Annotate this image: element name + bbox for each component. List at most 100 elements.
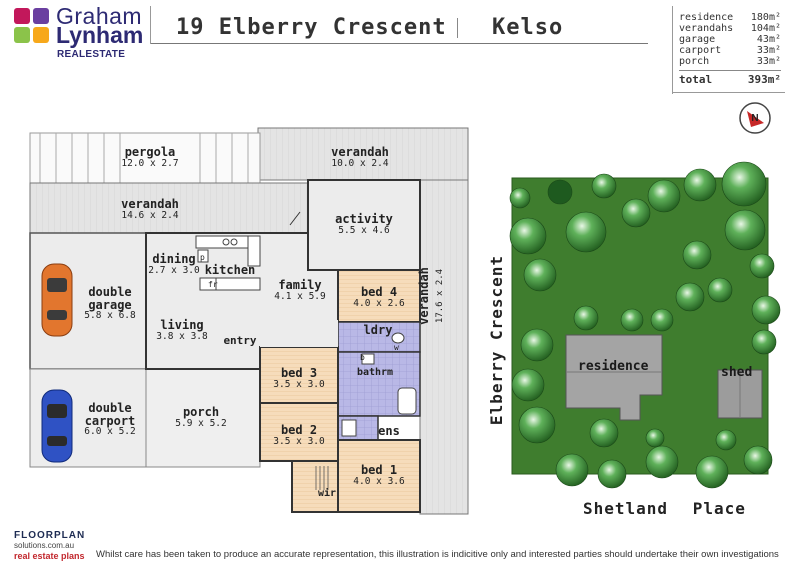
footer-brand-line3: real estate plans (14, 551, 85, 561)
area-label: porch (679, 56, 710, 67)
kitchen-fixtures (195, 235, 261, 291)
bed4-area (337, 269, 421, 323)
room-dim: 6.0 x 5.2 (84, 426, 136, 438)
room-dim: 4.0 x 3.6 (353, 475, 405, 487)
area-value: 33m² (756, 56, 781, 67)
area-label: residence (679, 12, 734, 23)
room-name: bed 1 (360, 463, 398, 477)
room-name: bed 4 (360, 285, 398, 299)
footer-brand-line2: solutions.com.au (14, 541, 75, 550)
room-name: verandah (121, 197, 179, 211)
door-swing (289, 211, 301, 226)
area-total-value: 393m² (747, 73, 781, 86)
room-dim: 3.5 x 3.0 (273, 435, 325, 447)
area-value: 104m² (750, 23, 781, 34)
brand-name-line3: REALESTATE (57, 49, 126, 60)
area-value: 33m² (756, 45, 781, 56)
area-label: verandahs (679, 23, 734, 34)
room-dim: 4.0 x 2.6 (353, 297, 405, 309)
room-bathrm: bathrm (350, 367, 400, 379)
area-label: garage (679, 34, 716, 45)
pantry-label: p (200, 253, 205, 262)
room-name: bathrm (356, 367, 394, 378)
room-dim: 5.9 x 5.2 (175, 417, 227, 429)
brand-name-line1: Graham (56, 3, 143, 29)
site-residence-label: residence (578, 359, 649, 374)
residence-roof (565, 334, 663, 421)
north-arrow-icon: N (739, 102, 771, 134)
room-name: double (88, 285, 132, 299)
room-name: double (88, 401, 132, 415)
room-dim: 14.6 x 2.4 (121, 209, 179, 221)
basin-label: b (360, 353, 365, 362)
room-dim: 5.5 x 4.6 (338, 224, 390, 236)
room-dim: 2.7 x 3.0 (148, 264, 200, 276)
street-side-label: Elberry Crescent (487, 255, 506, 425)
bathroom-fixtures (341, 332, 417, 437)
room-name: porch (182, 405, 220, 419)
room-dim: 3.8 x 3.8 (156, 330, 208, 342)
area-total-label: total (679, 73, 713, 86)
room-wir: wir (312, 488, 342, 500)
room-name: garage (88, 297, 132, 312)
room-ens: ens (372, 425, 406, 438)
room-name: carport (84, 413, 136, 428)
porch-area (145, 368, 261, 468)
verandah-right-area (419, 127, 469, 515)
room-name: activity (335, 212, 393, 226)
trees (509, 161, 781, 489)
room-name: wir (317, 488, 337, 499)
area-total-divider (679, 70, 781, 71)
compass-letter: N (751, 113, 758, 124)
street-bottom-label: Shetland Place (583, 499, 746, 518)
logo-squares-icon (14, 8, 49, 43)
pergola-area (29, 132, 261, 186)
room-name: bed 2 (280, 423, 318, 437)
area-row: porch 33m² (679, 56, 781, 68)
room-dim: 10.0 x 2.4 (331, 157, 389, 169)
room-name: ens (378, 424, 400, 438)
area-table-bottom-line (673, 92, 785, 93)
activity-area (307, 179, 421, 271)
area-value: 180m² (750, 12, 781, 23)
room-name: kitchen (204, 263, 256, 277)
area-row: residence 180m² (679, 12, 781, 24)
room-dim: 12.0 x 2.7 (121, 157, 179, 169)
brand-logo (14, 8, 52, 46)
wardrobe-lines (315, 466, 329, 490)
room-dim: 3.5 x 3.0 (273, 378, 325, 390)
header-left-border (150, 6, 151, 44)
room-name: verandah (331, 145, 389, 159)
footer-brand-line1: FLOORPLAN (14, 530, 86, 541)
room-name: pergola (124, 145, 176, 159)
room-name: ldry (363, 323, 393, 337)
footer-disclaimer: Whilst care has been taken to produce an… (96, 549, 779, 560)
room-dim: 4.1 x 5.9 (274, 290, 326, 302)
site-shed-label: shed (721, 365, 753, 380)
hallway (260, 320, 338, 347)
washer-label: w (394, 343, 399, 352)
area-value: 43m² (756, 34, 781, 45)
brand-name-line2: Lynham (56, 22, 144, 48)
room-name: bed 3 (280, 366, 318, 380)
verandah-right-label: verandah (417, 267, 431, 325)
area-row: verandahs 104m² (679, 23, 781, 35)
room-entry: entry (218, 335, 262, 347)
bed1-area (337, 439, 421, 513)
header-underline (150, 43, 648, 44)
room-name: family (278, 278, 322, 292)
